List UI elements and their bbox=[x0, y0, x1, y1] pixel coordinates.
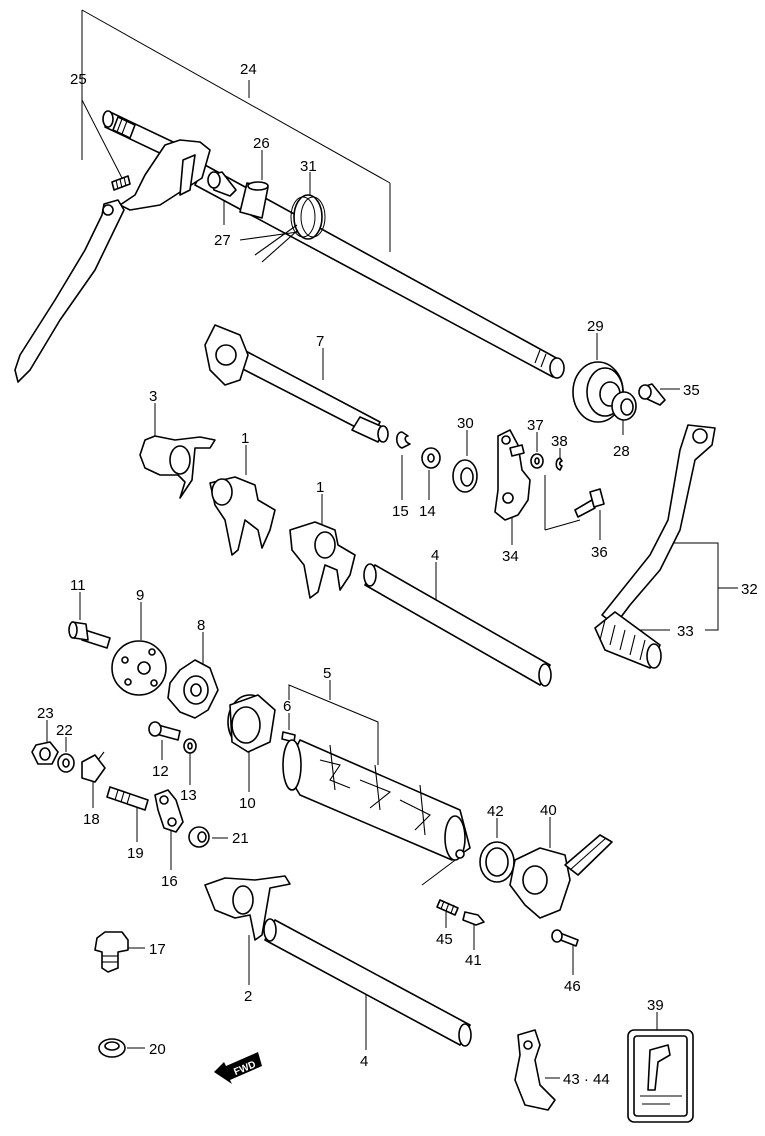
callout-label: 45 bbox=[436, 931, 453, 948]
callout-label: 1 bbox=[316, 479, 324, 496]
callout-label: 3 bbox=[149, 388, 157, 405]
shift-fork-1-lower bbox=[289, 521, 356, 599]
bracket-43-44 bbox=[514, 1029, 556, 1111]
callout-label: 4 bbox=[431, 547, 439, 564]
nut-23 bbox=[31, 741, 59, 765]
bolt-11 bbox=[68, 621, 111, 649]
callout-label: 31 bbox=[300, 158, 317, 175]
gearshift-shaft bbox=[102, 110, 565, 379]
callout-label: 29 bbox=[587, 318, 604, 335]
o-ring-42 bbox=[479, 841, 515, 883]
washer-14 bbox=[421, 447, 441, 469]
callout-label: 38 bbox=[551, 433, 568, 450]
callout-label: 21 bbox=[232, 830, 249, 847]
collar-21 bbox=[188, 826, 210, 848]
callout-label: 10 bbox=[239, 795, 256, 812]
callout-label: 15 bbox=[392, 503, 409, 520]
callout-label: 25 bbox=[70, 71, 87, 88]
spring-18 bbox=[81, 751, 106, 783]
callout-label: 36 bbox=[591, 544, 608, 561]
callout-label: 35 bbox=[683, 382, 700, 399]
clip-38 bbox=[555, 457, 563, 471]
shaft-7 bbox=[204, 324, 389, 443]
callout-label: 7 bbox=[316, 333, 324, 350]
callout-label: 4 bbox=[360, 1053, 368, 1070]
arm-16 bbox=[154, 789, 184, 833]
pin-41 bbox=[462, 911, 485, 926]
callout-labels: 25 24 26 31 27 7 29 35 3 1 30 37 38 28 1… bbox=[37, 61, 758, 1088]
shift-fork-3 bbox=[139, 435, 216, 499]
plate-9 bbox=[111, 640, 167, 696]
spring-45 bbox=[436, 899, 459, 916]
callout-label: 32 bbox=[741, 581, 758, 598]
callout-label: 34 bbox=[502, 548, 519, 565]
callout-label: 12 bbox=[152, 763, 169, 780]
washer-37 bbox=[530, 453, 544, 469]
bearing-10 bbox=[227, 694, 276, 753]
plug-17 bbox=[94, 931, 129, 973]
bolt-36 bbox=[574, 488, 605, 518]
shift-fork-2 bbox=[204, 875, 291, 941]
leader-lines bbox=[46, 9, 738, 1079]
washer-13 bbox=[183, 738, 197, 754]
callout-label: 18 bbox=[83, 811, 100, 828]
callout-label: 39 bbox=[647, 997, 664, 1014]
shift-cam-5 bbox=[282, 739, 471, 861]
callout-label: 20 bbox=[149, 1041, 166, 1058]
shift-fork-1-upper bbox=[209, 476, 276, 556]
callout-label: 2 bbox=[244, 988, 252, 1005]
bolt-12 bbox=[148, 721, 181, 741]
callout-label: 11 bbox=[70, 577, 86, 594]
bushing-28 bbox=[611, 391, 637, 421]
cam-8 bbox=[167, 659, 219, 719]
callout-label: 9 bbox=[136, 587, 144, 604]
callout-label: 8 bbox=[197, 617, 205, 634]
gearshift-lever bbox=[594, 424, 716, 669]
callout-label: 22 bbox=[56, 722, 73, 739]
bolt-35 bbox=[638, 383, 666, 406]
washer-22 bbox=[57, 753, 75, 773]
label-plate-39 bbox=[627, 1029, 694, 1123]
callout-label: 42 bbox=[487, 803, 504, 820]
callout-label: 30 bbox=[457, 415, 474, 432]
callout-label: 5 bbox=[323, 665, 331, 682]
callout-label: 46 bbox=[564, 978, 581, 995]
callout-label: 40 bbox=[540, 802, 557, 819]
callout-label: 13 bbox=[180, 787, 197, 804]
callout-label: 6 bbox=[283, 698, 291, 715]
bolt-27 bbox=[207, 171, 237, 197]
fork-shaft-4-upper bbox=[363, 563, 552, 687]
bolt-19 bbox=[106, 786, 149, 811]
washer-20 bbox=[98, 1038, 126, 1058]
callout-label: 17 bbox=[149, 941, 166, 958]
callout-label: 19 bbox=[127, 845, 144, 862]
forward-arrow: FWD bbox=[214, 1052, 262, 1084]
callout-label: 16 bbox=[161, 873, 178, 890]
callout-label: 26 bbox=[253, 135, 270, 152]
callout-label: 24 bbox=[240, 61, 257, 78]
callout-label: 41 bbox=[465, 952, 482, 969]
callout-label: 14 bbox=[419, 503, 436, 520]
bearing-30 bbox=[452, 459, 478, 493]
screw-46 bbox=[551, 929, 579, 947]
switch-40 bbox=[509, 834, 613, 919]
arm-34 bbox=[494, 429, 531, 521]
shift-arm-link bbox=[14, 175, 131, 383]
callout-label: 28 bbox=[613, 443, 630, 460]
callout-label: 33 bbox=[677, 623, 694, 640]
callout-label: 37 bbox=[527, 417, 544, 434]
callout-label: 23 bbox=[37, 705, 54, 722]
fork-shaft-4-lower bbox=[263, 918, 472, 1047]
circlip-15 bbox=[395, 431, 411, 449]
callout-label: 27 bbox=[214, 232, 231, 249]
callout-label: 43 · 44 bbox=[563, 1071, 610, 1088]
callout-label: 1 bbox=[241, 430, 249, 447]
